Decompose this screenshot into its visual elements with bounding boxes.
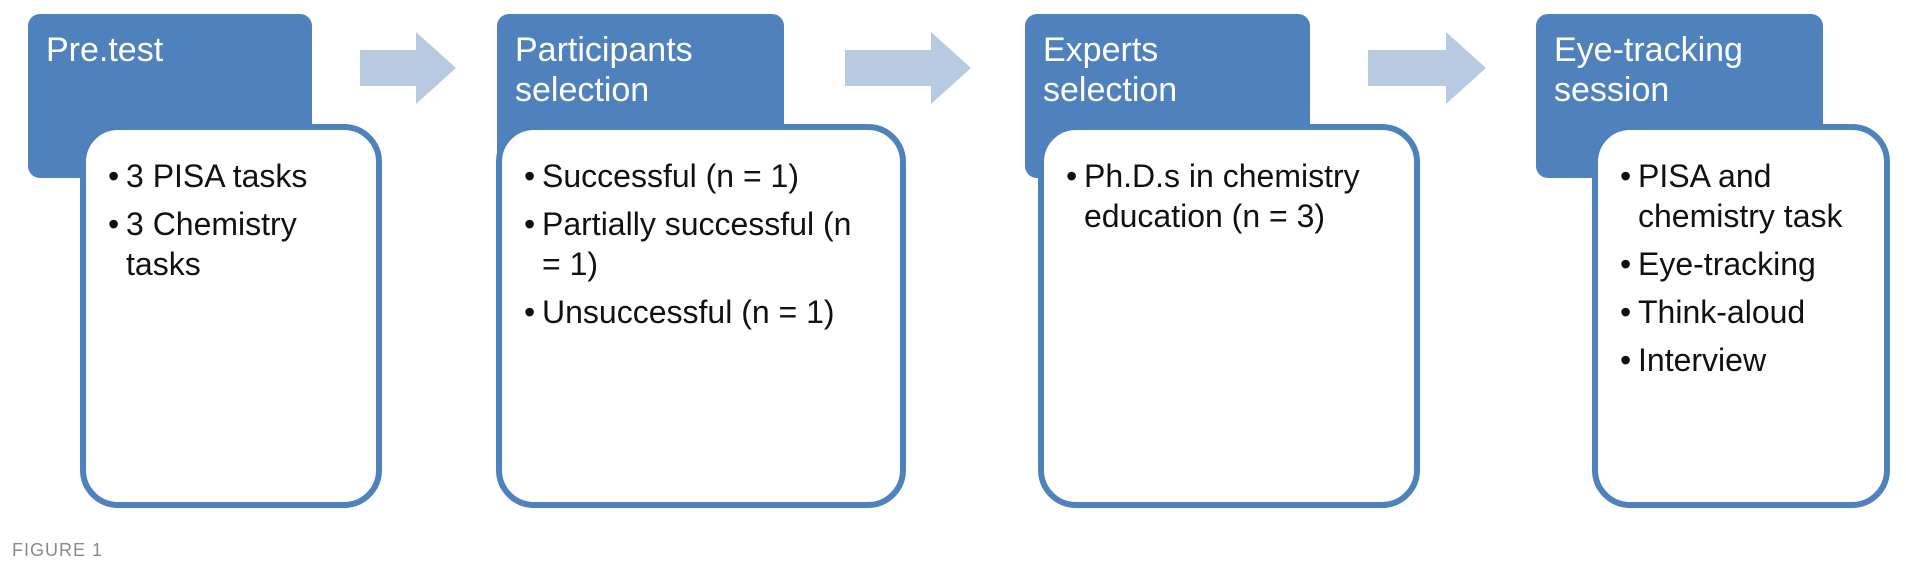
step-bullet-list: Successful (n = 1) Partially successful …: [524, 156, 876, 332]
bullet-item: 3 Chemistry tasks: [108, 204, 352, 284]
step-bullet-list: PISA and chemistry task Eye-tracking Thi…: [1620, 156, 1860, 380]
step-title: Experts selection: [1043, 31, 1178, 109]
bullet-item: 3 PISA tasks: [108, 156, 352, 196]
bullet-item: Think-aloud: [1620, 292, 1860, 332]
bullet-item: Ph.D.s in chemistry education (n = 3): [1066, 156, 1390, 236]
step-card: 3 PISA tasks 3 Chemistry tasks: [80, 124, 382, 508]
right-arrow-icon: [360, 32, 456, 104]
right-arrow-icon: [845, 32, 971, 104]
bullet-item: Interview: [1620, 340, 1860, 380]
bullet-item: Successful (n = 1): [524, 156, 876, 196]
figure-caption: FIGURE 1: [12, 540, 104, 560]
step-card: Ph.D.s in chemistry education (n = 3): [1038, 124, 1420, 508]
step-title: Eye-tracking session: [1554, 31, 1743, 109]
bullet-item: Eye-tracking: [1620, 244, 1860, 284]
step-bullet-list: Ph.D.s in chemistry education (n = 3): [1066, 156, 1390, 236]
step-card: PISA and chemistry task Eye-tracking Thi…: [1592, 124, 1890, 508]
right-arrow-icon: [1368, 32, 1486, 104]
step-title: Pre.test: [46, 31, 164, 69]
bullet-item: Partially successful (n = 1): [524, 204, 876, 284]
bullet-item: Unsuccessful (n = 1): [524, 292, 876, 332]
bullet-item: PISA and chemistry task: [1620, 156, 1860, 236]
step-card: Successful (n = 1) Partially successful …: [496, 124, 906, 508]
step-bullet-list: 3 PISA tasks 3 Chemistry tasks: [108, 156, 352, 284]
step-title: Participants selection: [515, 31, 693, 109]
